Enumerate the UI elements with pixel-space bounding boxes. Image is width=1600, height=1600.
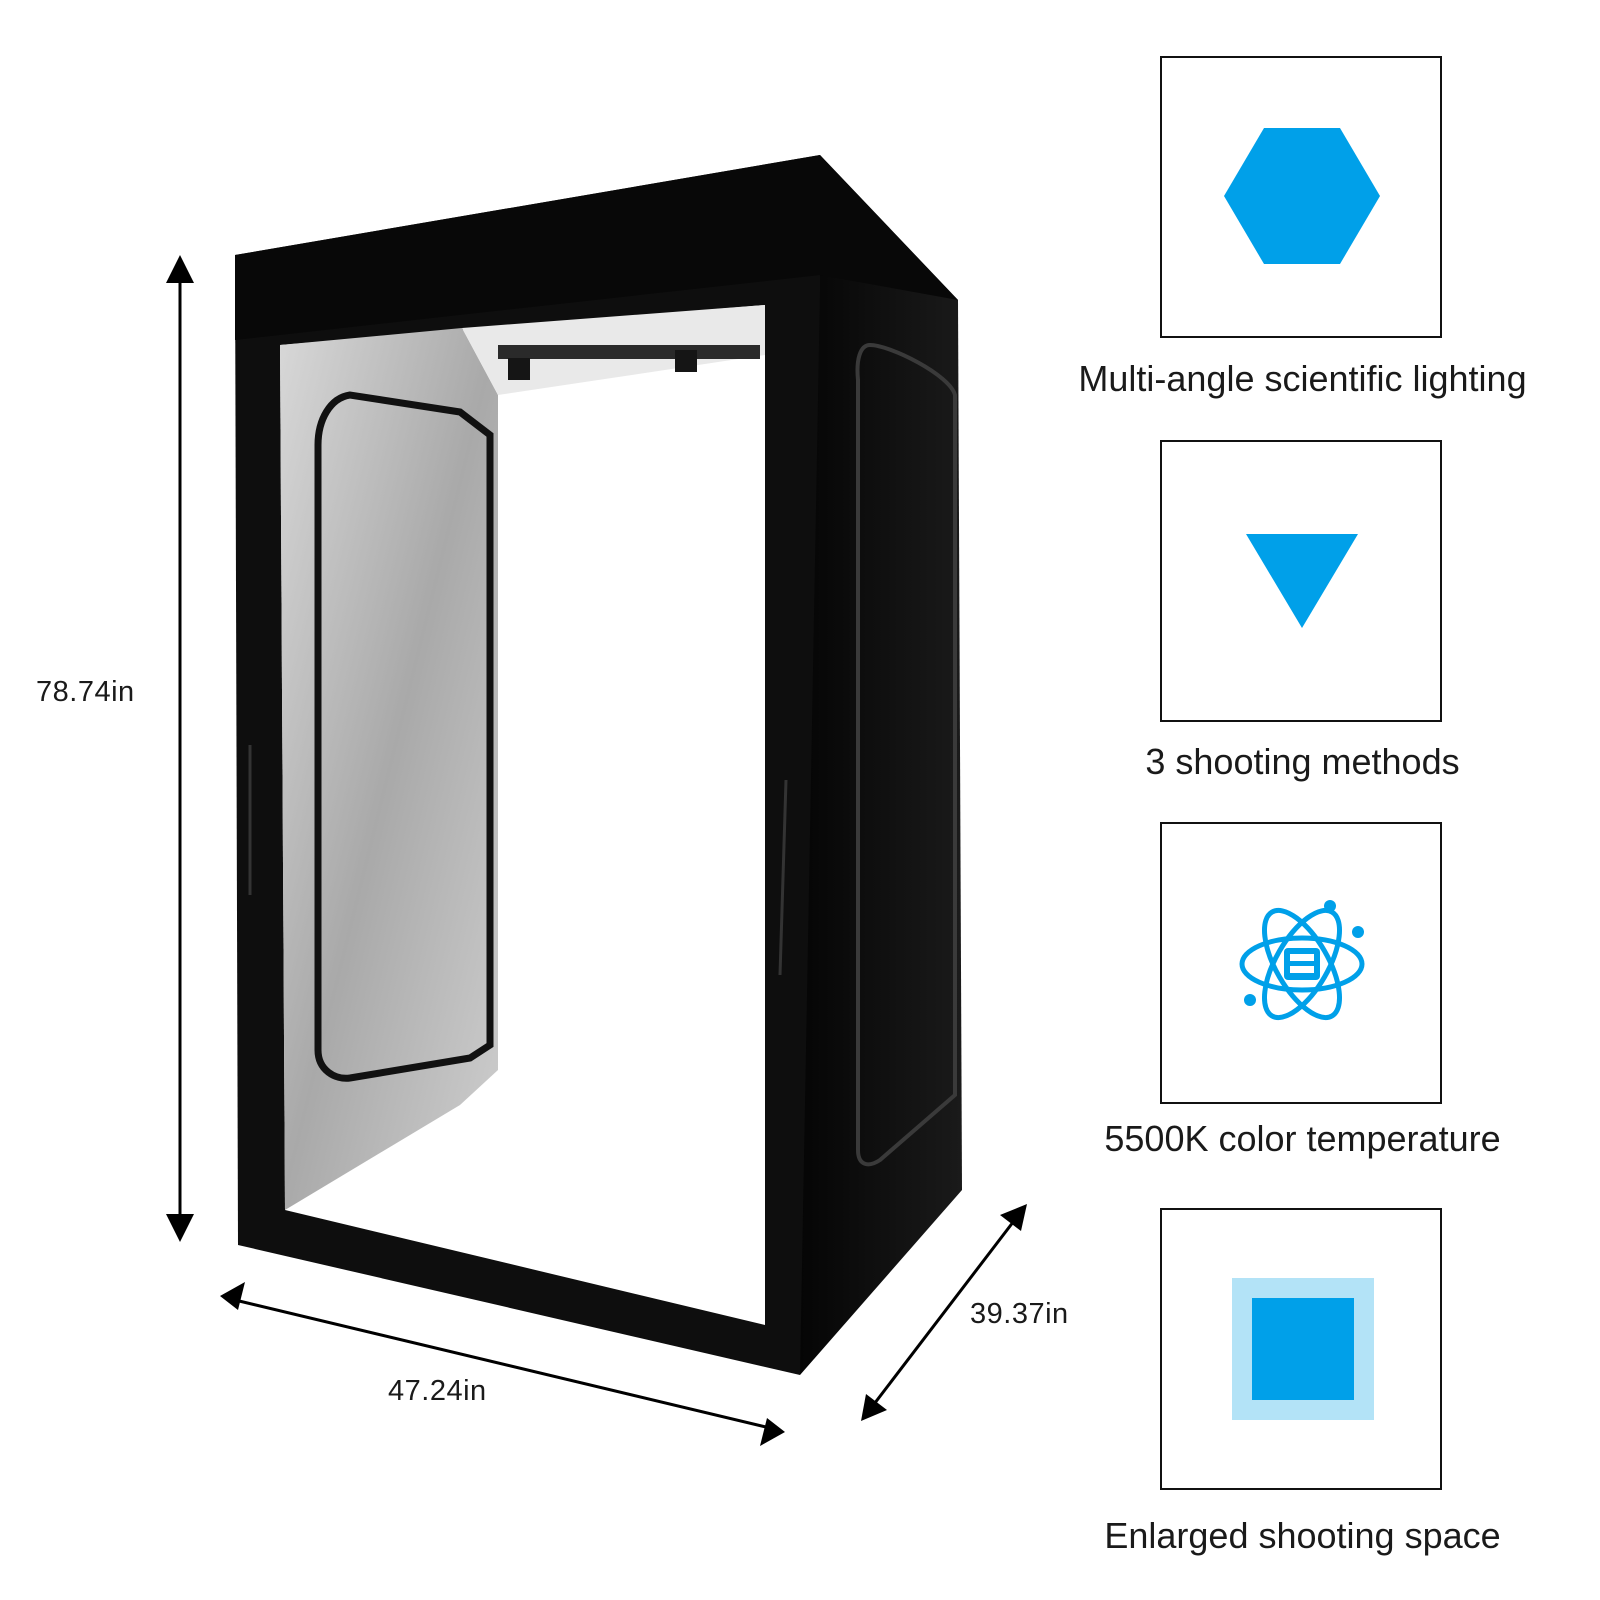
side-zipper-door xyxy=(855,342,957,1167)
square-icon xyxy=(1232,1278,1374,1420)
width-arrow-head-left xyxy=(220,1282,245,1310)
atom-icon xyxy=(1239,900,1365,1021)
feature-caption-lighting: Multi-angle scientific lighting xyxy=(1078,358,1527,399)
height-arrow-head-bottom xyxy=(166,1214,194,1242)
dimension-arrows xyxy=(166,255,1027,1446)
feature-box-lighting xyxy=(1160,56,1442,338)
triangle-down-icon xyxy=(1246,534,1358,628)
inner-window-zipper xyxy=(314,391,494,1082)
tent-side-panel xyxy=(800,155,962,1375)
height-arrow-head-top xyxy=(166,255,194,283)
width-label: 47.24in xyxy=(388,1375,487,1407)
feature-caption-temperature: 5500K color temperature xyxy=(1104,1118,1501,1159)
feature-box-temperature xyxy=(1160,822,1442,1104)
depth-arrow-head-top xyxy=(1000,1204,1027,1231)
height-label: 78.74in xyxy=(36,676,135,708)
feature-box-methods xyxy=(1160,440,1442,722)
zipper-pull-right xyxy=(778,779,788,976)
tent-silver-wall xyxy=(280,328,498,1210)
light-clip-right xyxy=(675,350,697,372)
photo-tent-illustration xyxy=(235,155,962,1375)
depth-label: 39.37in xyxy=(970,1298,1069,1330)
hexagon-icon xyxy=(1224,128,1380,264)
width-arrow-line xyxy=(234,1298,771,1430)
depth-arrow-line xyxy=(866,1212,1022,1413)
depth-arrow-head-bottom xyxy=(861,1394,887,1421)
light-clip-left xyxy=(508,358,530,380)
width-arrow-head-right xyxy=(760,1418,785,1446)
feature-box-space xyxy=(1160,1208,1442,1490)
feature-caption-space: Enlarged shooting space xyxy=(1104,1515,1501,1556)
feature-caption-methods: 3 shooting methods xyxy=(1145,741,1460,782)
tent-top-band xyxy=(235,155,958,340)
